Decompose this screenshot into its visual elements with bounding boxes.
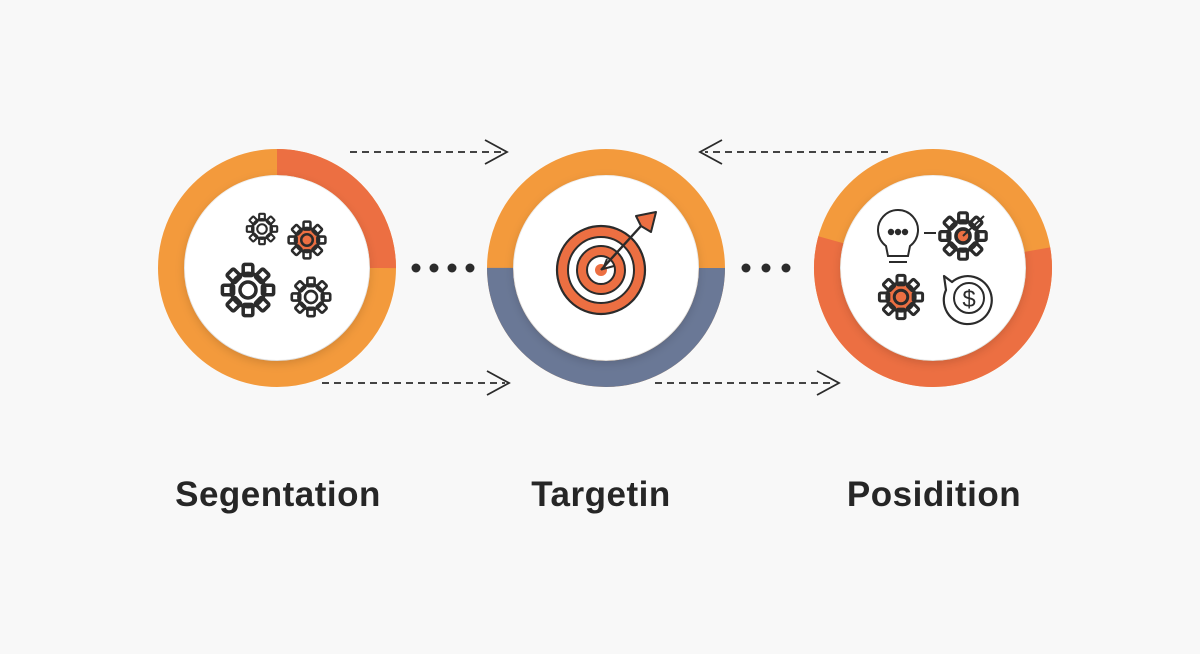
target-arrow-icon — [555, 211, 657, 316]
step-label-positioning: Posidition — [846, 475, 1022, 514]
connector-bottom-left-arrow — [322, 370, 511, 396]
svg-text:$: $ — [962, 286, 975, 313]
orange-gear-icon — [877, 273, 925, 321]
connector-top-right-arrow — [698, 139, 888, 165]
dots-link-right — [741, 263, 791, 273]
gears-icon — [220, 212, 332, 318]
dollar-icon: $ — [942, 274, 993, 326]
gear-target-icon — [938, 211, 988, 261]
dots-link-left — [411, 263, 475, 273]
strategy-icons: $ — [877, 209, 993, 326]
lightbulb-icon — [877, 209, 919, 263]
step-label-targeting: Targetin — [531, 475, 671, 514]
connector-top-left-arrow — [350, 139, 509, 165]
step-label-segmentation: Segentation — [175, 475, 381, 514]
segmentation-circle — [158, 149, 396, 387]
positioning-circle — [814, 149, 1052, 387]
connector-bottom-right-arrow — [655, 370, 841, 396]
